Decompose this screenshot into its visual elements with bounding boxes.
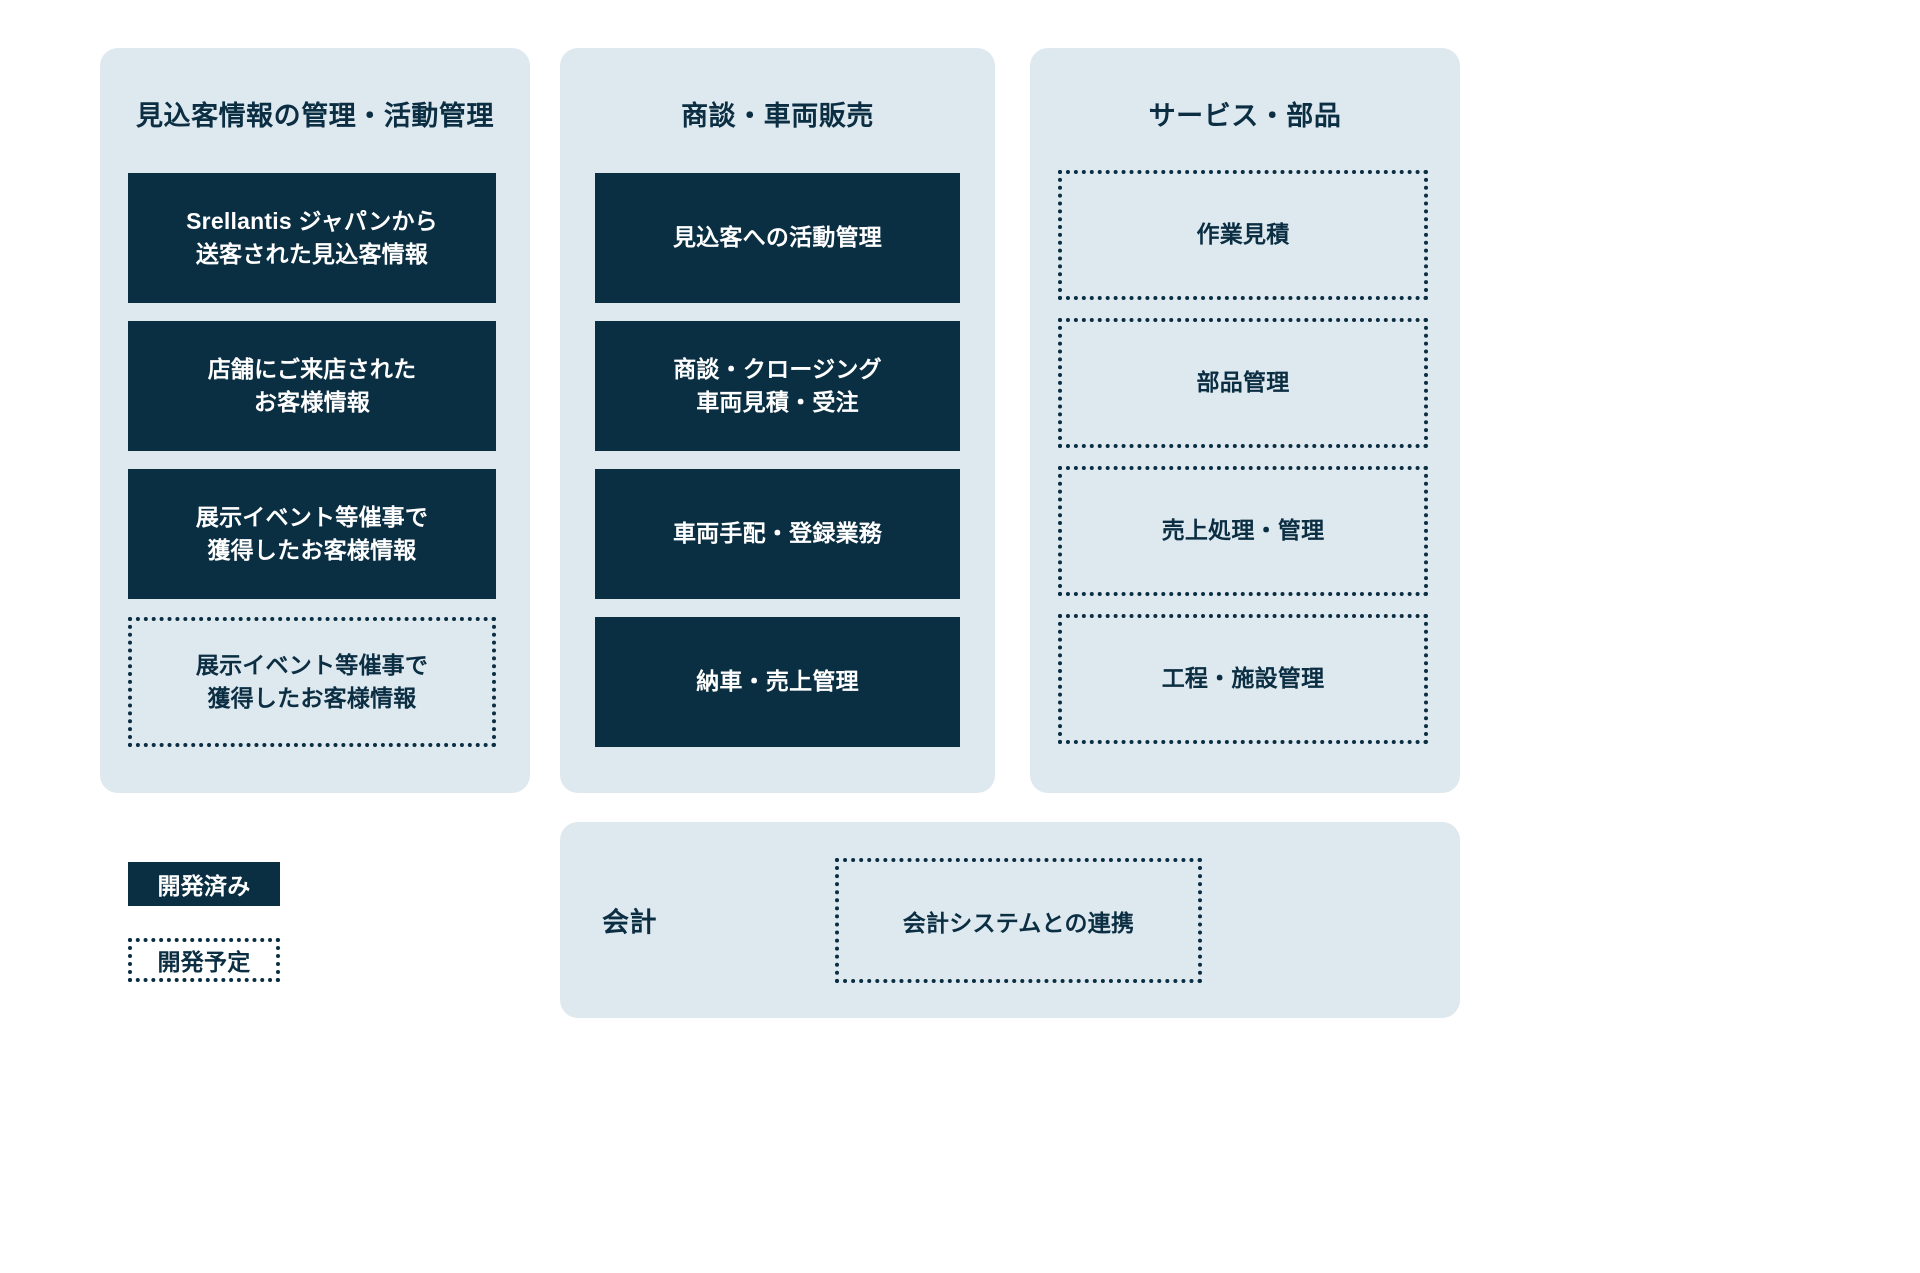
box-line-1: 店舗にご来店された	[207, 355, 417, 382]
box-line-1: Srellantis ジャパンから	[186, 207, 438, 234]
box-prospect-3[interactable]: 展示イベント等催事で 獲得したお客様情報	[128, 469, 496, 599]
legend-developed: 開発済み	[128, 862, 280, 906]
box-service-3[interactable]: 売上処理・管理	[1058, 466, 1428, 596]
box-line-2: 獲得したお客様情報	[207, 685, 417, 711]
panel-accounting: 会計 会計システムとの連携	[560, 822, 1460, 1018]
box-line-2: 獲得したお客様情報	[207, 537, 417, 563]
legend-planned: 開発予定	[128, 938, 280, 982]
box-line-1: 車両手配・登録業務	[672, 520, 883, 547]
box-service-4[interactable]: 工程・施設管理	[1058, 614, 1428, 744]
box-line-2: 送客された見込客情報	[195, 241, 429, 267]
box-line-1: 部品管理	[1196, 369, 1290, 396]
box-prospect-2[interactable]: 店舗にご来店された お客様情報	[128, 321, 496, 451]
box-line-2: 車両見積・受注	[696, 389, 859, 415]
box-text: 展示イベント等催事で 獲得したお客様情報	[196, 649, 428, 716]
box-line-2: お客様情報	[253, 389, 371, 415]
panel-service-parts: サービス・部品 作業見積 部品管理 売上処理・管理	[1030, 48, 1460, 793]
box-sales-4[interactable]: 納車・売上管理	[595, 617, 960, 747]
box-line-1: 納車・売上管理	[696, 668, 859, 695]
accounting-label: 会計	[602, 907, 658, 938]
box-line-1: 工程・施設管理	[1161, 665, 1325, 692]
box-text: 作業見積	[1197, 218, 1290, 251]
panel-prospect-management: 見込客情報の管理・活動管理 Srellantis ジャパンから 送客された見込客…	[100, 48, 530, 793]
box-prospect-1[interactable]: Srellantis ジャパンから 送客された見込客情報	[128, 173, 496, 303]
box-text: 展示イベント等催事で 獲得したお客様情報	[196, 501, 428, 568]
box-line-1: 作業見積	[1196, 221, 1290, 248]
box-line-1: 商談・クロージング	[673, 355, 882, 382]
box-sales-1[interactable]: 見込客への活動管理	[595, 173, 960, 303]
box-text: 部品管理	[1197, 366, 1290, 399]
box-text: 商談・クロージング 車両見積・受注	[673, 353, 882, 420]
box-line-1: 展示イベント等催事で	[195, 651, 429, 678]
box-text: 車両手配・登録業務	[673, 517, 882, 550]
box-prospect-4[interactable]: 展示イベント等催事で 獲得したお客様情報	[128, 617, 496, 747]
box-service-1[interactable]: 作業見積	[1058, 170, 1428, 300]
box-list-prospect: Srellantis ジャパンから 送客された見込客情報 店舗にご来店された お…	[128, 173, 496, 765]
panel-title-service: サービス・部品	[1148, 101, 1342, 131]
box-text: 売上処理・管理	[1162, 514, 1325, 547]
box-text: 見込客への活動管理	[673, 221, 882, 254]
box-list-service: 作業見積 部品管理 売上処理・管理	[1058, 170, 1428, 762]
box-list-sales: 見込客への活動管理 商談・クロージング 車両見積・受注 車両手配・登録業務	[595, 173, 960, 765]
panel-title-prospect: 見込客情報の管理・活動管理	[135, 101, 495, 131]
columns-row: 見込客情報の管理・活動管理 Srellantis ジャパンから 送客された見込客…	[100, 48, 1460, 793]
box-accounting-integration[interactable]: 会計システムとの連携	[835, 858, 1202, 983]
box-text: Srellantis ジャパンから 送客された見込客情報	[186, 205, 438, 272]
box-service-2[interactable]: 部品管理	[1058, 318, 1428, 448]
box-line-1: 展示イベント等催事で	[195, 503, 429, 530]
box-text: 納車・売上管理	[696, 665, 859, 698]
box-sales-3[interactable]: 車両手配・登録業務	[595, 469, 960, 599]
box-text: 店舗にご来店された お客様情報	[208, 353, 417, 420]
legend: 開発済み 開発予定	[128, 862, 428, 982]
box-sales-2[interactable]: 商談・クロージング 車両見積・受注	[595, 321, 960, 451]
panel-title-sales: 商談・車両販売	[681, 101, 874, 131]
panel-vehicle-sales: 商談・車両販売 見込客への活動管理 商談・クロージング 車両見積・受注	[560, 48, 995, 793]
box-line-1: 売上処理・管理	[1161, 517, 1325, 544]
box-text: 工程・施設管理	[1162, 662, 1325, 695]
box-line-1: 見込客への活動管理	[672, 224, 883, 251]
